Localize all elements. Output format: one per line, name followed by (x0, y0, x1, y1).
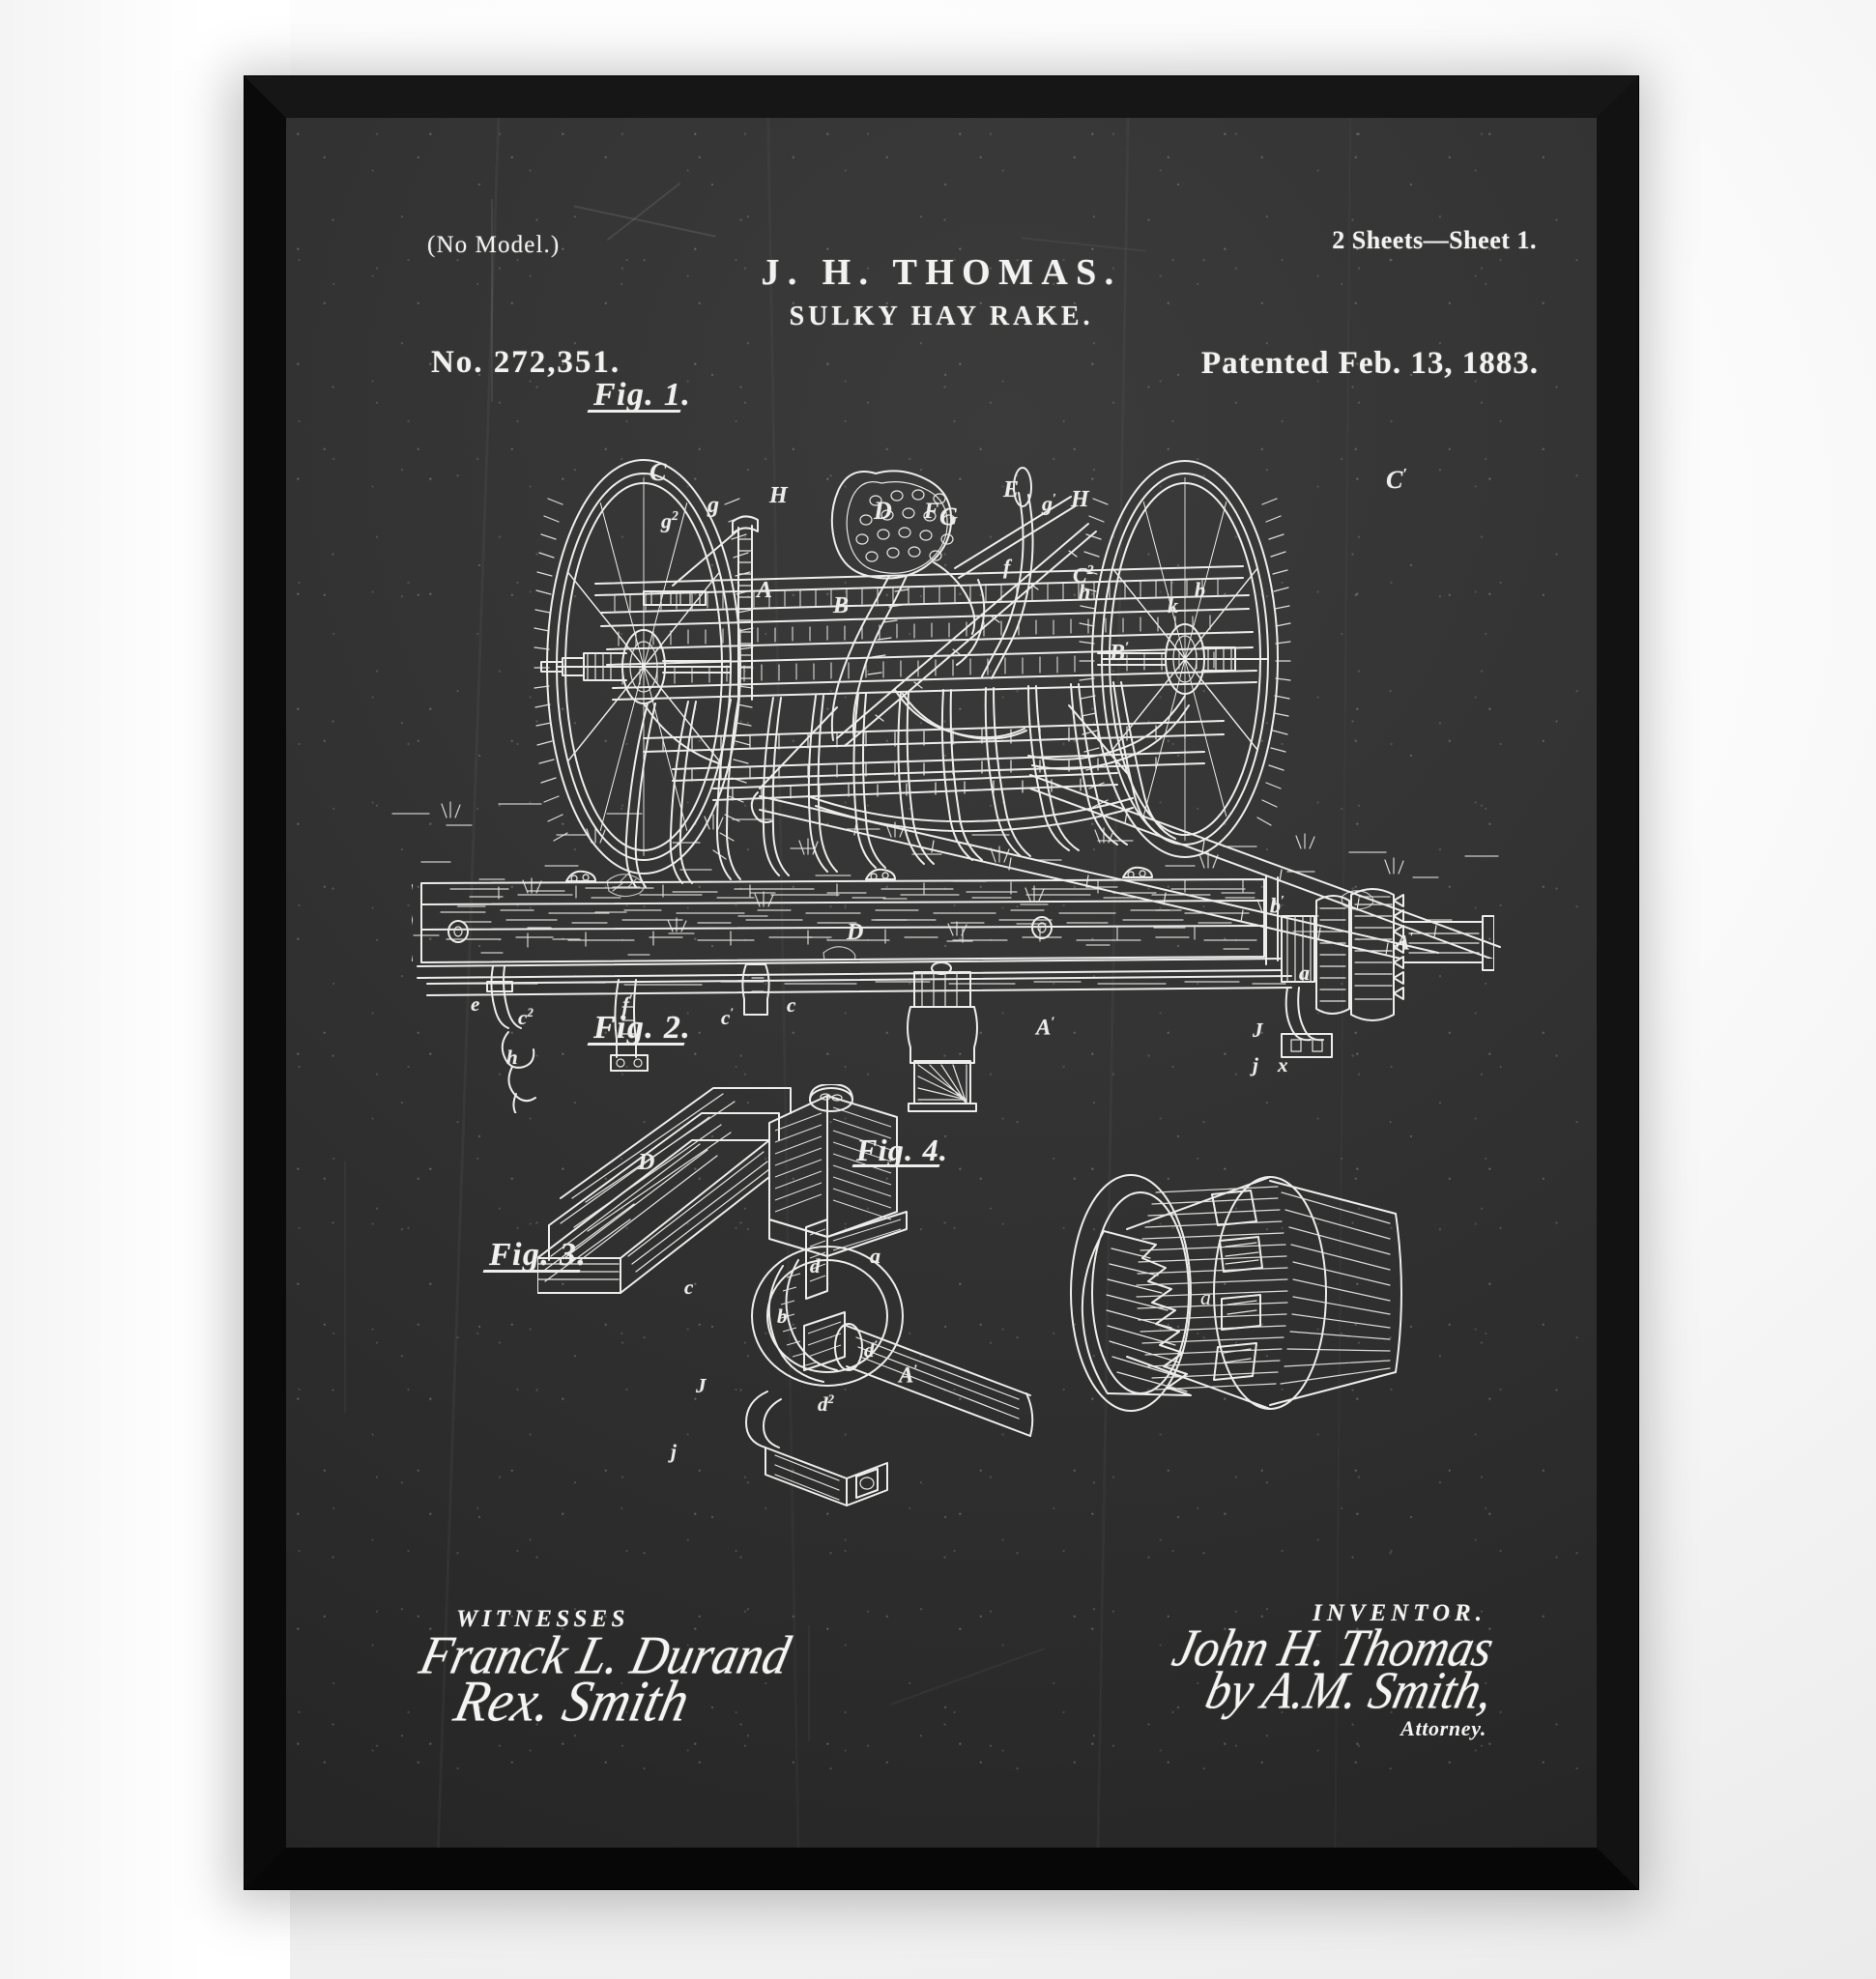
patent-number: No. 272,351. (431, 345, 621, 380)
fig4-internal-teeth (1081, 1230, 1192, 1396)
witness-signature-2: Rex. Smith (448, 1669, 696, 1735)
figure-1-drawing (391, 459, 1501, 959)
figure-2-caption-text: Fig. 2. (593, 1010, 692, 1046)
attorney-signature: by A.M. Smith, (1200, 1660, 1500, 1720)
fig3-lower-bracket (745, 1391, 888, 1506)
axle-brace (643, 695, 1190, 770)
patent-inventor-heading: J. H. THOMAS. (761, 252, 1122, 293)
fig3-clutch (751, 1219, 904, 1387)
left-hook-assembly (486, 965, 536, 1113)
figure-4-caption: Fig. 4. (851, 1133, 949, 1167)
patent-print-chalkboard: (No Model.) 2 Sheets—Sheet 1. J. H. THOM… (286, 118, 1597, 1848)
patent-date: Patented Feb. 13, 1883. (1200, 346, 1539, 381)
fig4-lugs (1211, 1190, 1263, 1381)
frame-bevel-left (244, 75, 286, 1890)
fig3-head-bar (537, 1087, 792, 1294)
patent-title: SULKY HAY RAKE. (789, 301, 1094, 331)
hanger-brackets (610, 963, 770, 1072)
rake-head-bar (412, 866, 1292, 996)
figure-1-caption-text: Fig. 1. (593, 377, 692, 413)
tooth-clips (447, 866, 1153, 943)
picture-frame: (No Model.) 2 Sheets—Sheet 1. J. H. THOM… (244, 75, 1639, 1890)
control-levers (643, 467, 1097, 747)
figure-2-drawing (412, 866, 1494, 1113)
figure-4-caption-text: Fig. 4. (856, 1133, 949, 1167)
right-wheel (1079, 460, 1291, 858)
left-wheel (534, 459, 754, 875)
fig3-block (768, 1084, 908, 1257)
figure-4-caption-underline (851, 1164, 940, 1167)
fig3-axle (834, 1323, 1034, 1437)
wall-gradient (0, 0, 290, 1979)
frame-bevel-top-inner (244, 75, 1639, 118)
figure-4-drawing: a (1070, 1174, 1402, 1412)
sheet-count: 2 Sheets—Sheet 1. (1332, 226, 1537, 254)
attorney-caption: Attorney. (1400, 1716, 1486, 1740)
svg-text:a: a (1200, 1285, 1211, 1309)
witnesses-caption: WITNESSES (456, 1606, 629, 1632)
rake-teeth (624, 681, 1176, 888)
inventor-block: INVENTOR. John H. Thomas by A.M. Smith, … (1168, 1600, 1499, 1741)
figure-1-caption: Fig. 1. (587, 377, 692, 413)
draft-shafts (750, 774, 1501, 959)
inventor-caption: INVENTOR. (1313, 1600, 1486, 1626)
ratchet-hub-assembly (1265, 875, 1494, 1058)
figure-3-drawing (537, 1084, 1034, 1506)
witnesses-block: WITNESSES Franck L. Durand Rex. Smith (415, 1606, 795, 1734)
frame-bevel-bottom (244, 1848, 1639, 1890)
no-model-note: (No Model.) (427, 232, 561, 258)
fig4-ratchet-hub (1070, 1174, 1402, 1412)
center-bracket (907, 961, 978, 1112)
frame-bevel-right (1597, 75, 1639, 1890)
figure-2-caption: Fig. 2. (587, 1010, 692, 1046)
